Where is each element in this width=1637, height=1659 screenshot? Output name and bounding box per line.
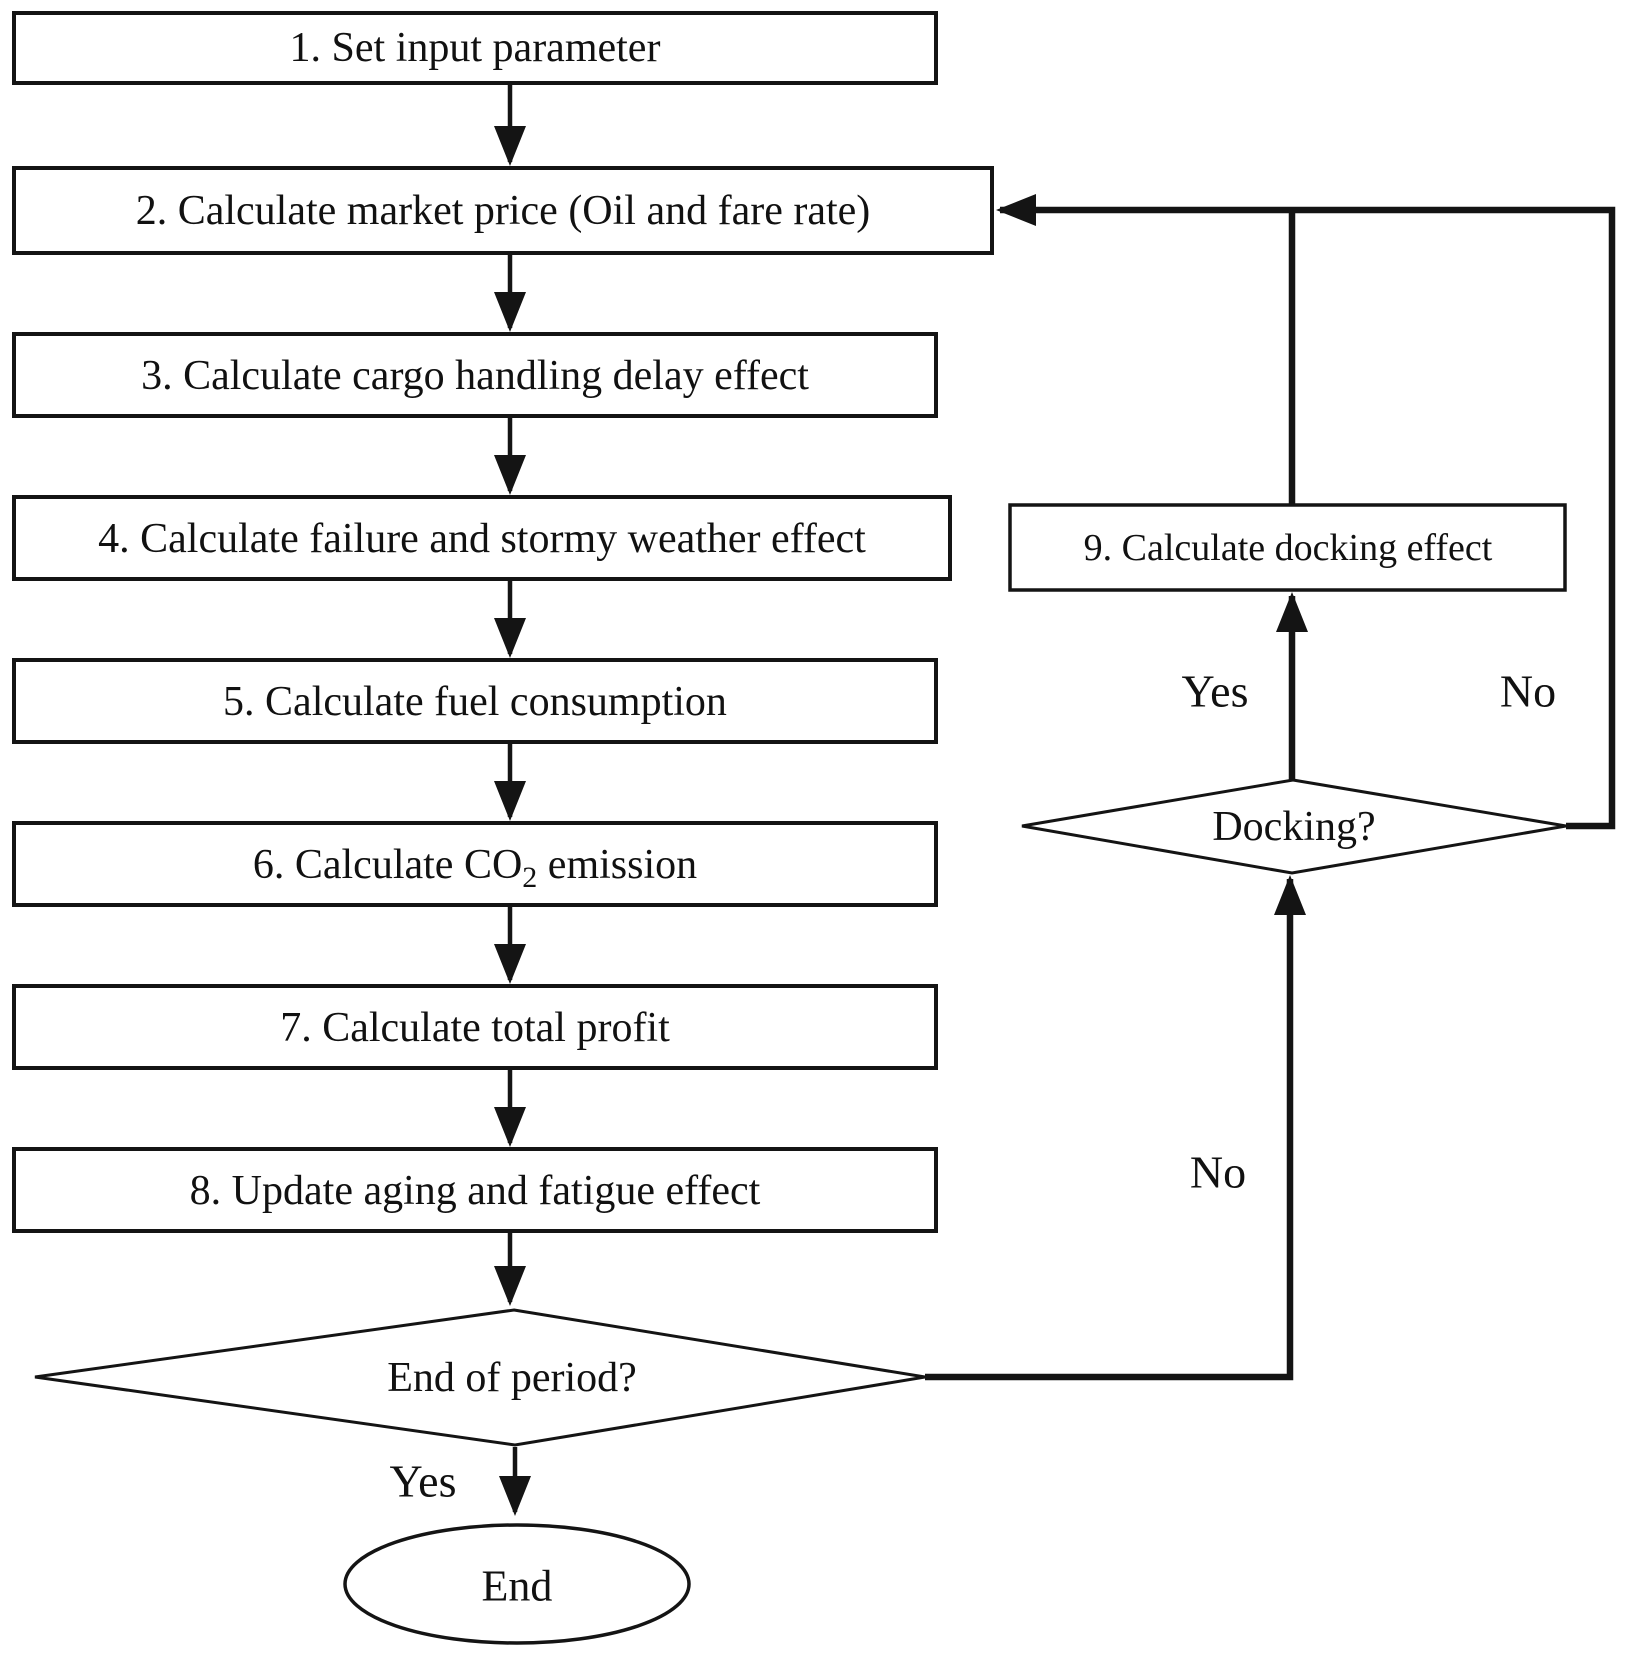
edge-docking-no-return-to-step2 bbox=[996, 194, 1616, 830]
decision-end-of-period: End of period? bbox=[34, 1308, 926, 1447]
edge-label-docking-no: No bbox=[1500, 666, 1556, 717]
step7-box bbox=[12, 984, 938, 1070]
step6-text-prefix: 6. Calculate CO bbox=[253, 842, 522, 888]
step8-box bbox=[12, 1147, 938, 1233]
step3-text: 3. Calculate cargo handling delay effect bbox=[141, 353, 809, 399]
process-step-9: 9. Calculate docking effect bbox=[1008, 503, 1567, 592]
process-step-6: 6. Calculate CO2 emission bbox=[12, 821, 938, 907]
step6-text: 6. Calculate CO2 emission bbox=[253, 842, 697, 894]
edge-label-end-of-period-yes: Yes bbox=[390, 1456, 457, 1507]
step4-box bbox=[12, 495, 952, 581]
step8-text: 8. Update aging and fatigue effect bbox=[190, 1168, 761, 1214]
process-step-1: 1. Set input parameter bbox=[12, 11, 938, 85]
process-step-5: 5. Calculate fuel consumption bbox=[12, 658, 938, 744]
step6-text-suffix: emission bbox=[537, 842, 697, 888]
step4-text: 4. Calculate failure and stormy weather … bbox=[98, 516, 866, 562]
end-of-period-text: End of period? bbox=[387, 1355, 637, 1401]
process-step-4: 4. Calculate failure and stormy weather … bbox=[12, 495, 952, 581]
step1-text: 1. Set input parameter bbox=[290, 25, 661, 71]
step9-box bbox=[1008, 503, 1567, 592]
edge-label-docking-yes: Yes bbox=[1182, 666, 1249, 717]
edge-label-end-of-period-no: No bbox=[1190, 1147, 1246, 1198]
step6-co2-subscript: 2 bbox=[522, 861, 537, 894]
edge-end-of-period-no-to-docking bbox=[925, 875, 1306, 1381]
end-of-period-diamond bbox=[34, 1308, 926, 1447]
step7-text: 7. Calculate total profit bbox=[280, 1005, 670, 1051]
step5-text: 5. Calculate fuel consumption bbox=[223, 679, 727, 725]
step3-box bbox=[12, 332, 938, 418]
step5-box bbox=[12, 658, 938, 744]
step1-box bbox=[12, 11, 938, 85]
step9-text: 9. Calculate docking effect bbox=[1084, 527, 1493, 569]
docking-diamond bbox=[1021, 778, 1567, 875]
process-step-8: 8. Update aging and fatigue effect bbox=[12, 1147, 938, 1233]
docking-text: Docking? bbox=[1212, 804, 1375, 850]
end-oval bbox=[343, 1523, 691, 1645]
process-step-3: 3. Calculate cargo handling delay effect bbox=[12, 332, 938, 418]
step2-text: 2. Calculate market price (Oil and fare … bbox=[136, 188, 871, 234]
process-step-2: 2. Calculate market price (Oil and fare … bbox=[12, 166, 994, 255]
step2-box bbox=[12, 166, 994, 255]
terminator-end: End bbox=[343, 1523, 691, 1645]
step6-box bbox=[12, 821, 938, 907]
process-step-7: 7. Calculate total profit bbox=[12, 984, 938, 1070]
decision-docking: Docking? bbox=[1021, 778, 1567, 875]
end-text: End bbox=[482, 1562, 553, 1611]
